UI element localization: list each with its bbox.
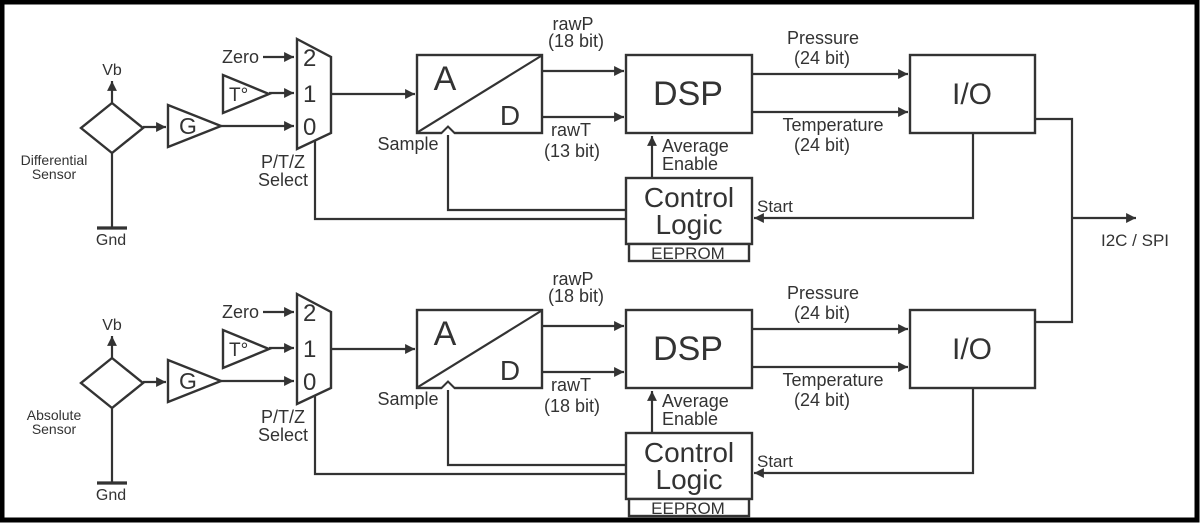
rawp-bits-label: (18 bit) bbox=[548, 286, 604, 306]
temp-sensor-label: T° bbox=[229, 340, 248, 361]
rawt-label: rawT bbox=[551, 375, 591, 395]
zero-label: Zero bbox=[222, 302, 259, 322]
dsp-block bbox=[624, 308, 754, 390]
select-feedback-wire bbox=[313, 141, 626, 221]
vb-label: Vb bbox=[102, 62, 122, 79]
mux-input-0-label: 0 bbox=[303, 369, 316, 396]
start-label: Start bbox=[757, 197, 793, 216]
vb-label: Vb bbox=[102, 317, 122, 334]
mux bbox=[295, 37, 333, 151]
mux-input-1-label: 1 bbox=[303, 336, 316, 363]
mux-select-label-line2: Select bbox=[258, 425, 308, 445]
pressure-label: Pressure bbox=[787, 283, 859, 303]
sensor-name-line2: Sensor bbox=[32, 166, 77, 182]
start-wire bbox=[754, 133, 975, 223]
control-logic-label-line2: Logic bbox=[656, 464, 723, 495]
mux-input-1-label: 1 bbox=[303, 81, 316, 108]
pressure-bits-label: (24 bit) bbox=[794, 303, 850, 323]
mux-input-2-label: 2 bbox=[303, 45, 316, 72]
gain-amp bbox=[166, 358, 225, 404]
temperature-label: Temperature bbox=[782, 370, 883, 390]
control-logic-block bbox=[624, 431, 754, 501]
dsp-label: DSP bbox=[653, 75, 723, 113]
control-logic-label-line1: Control bbox=[644, 437, 734, 468]
mux-input-0-label: 0 bbox=[303, 114, 316, 141]
control-logic-label-line1: Control bbox=[644, 182, 734, 213]
sensor-bridge bbox=[79, 356, 145, 410]
temperature-label: Temperature bbox=[782, 115, 883, 135]
adc-clock-notch bbox=[440, 125, 456, 135]
rawp-bits-label: (18 bit) bbox=[548, 31, 604, 51]
adc-digital-label: D bbox=[500, 355, 520, 386]
io-block bbox=[908, 53, 1037, 135]
eeprom-label: EEPROM bbox=[651, 244, 725, 263]
mux-select-label-line1: P/T/Z bbox=[261, 407, 305, 427]
gnd-label: Gnd bbox=[96, 487, 126, 504]
sample-label: Sample bbox=[377, 389, 438, 409]
average-label: Average bbox=[662, 391, 729, 411]
mux-input-2-label: 2 bbox=[303, 300, 316, 327]
start-label: Start bbox=[757, 452, 793, 471]
mux bbox=[295, 292, 333, 406]
temperature-bits-label: (24 bit) bbox=[794, 135, 850, 155]
rawt-label: rawT bbox=[551, 120, 591, 140]
rawt-bits-label: (13 bit) bbox=[544, 141, 600, 161]
sample-label: Sample bbox=[377, 134, 438, 154]
sample-feedback-wire bbox=[446, 132, 626, 212]
sensor-name-line1: Differential bbox=[21, 152, 88, 168]
enable-label: Enable bbox=[662, 154, 718, 174]
temperature-bits-label: (24 bit) bbox=[794, 390, 850, 410]
adc-diagonal bbox=[417, 310, 542, 388]
dsp-block bbox=[624, 53, 754, 135]
output-bus: I2C / SPI bbox=[1035, 117, 1169, 324]
rawt-bits-label: (18 bit) bbox=[544, 396, 600, 416]
dsp-label: DSP bbox=[653, 330, 723, 368]
adc-clock-notch bbox=[440, 380, 456, 390]
start-wire bbox=[754, 388, 975, 478]
enable-label: Enable bbox=[662, 409, 718, 429]
control-logic-block bbox=[624, 176, 754, 246]
select-feedback-wire bbox=[313, 396, 626, 476]
sample-feedback-wire bbox=[446, 387, 626, 467]
rawp-label: rawP bbox=[552, 269, 593, 289]
adc-analog-label: A bbox=[434, 60, 457, 98]
zero-label: Zero bbox=[222, 47, 259, 67]
sensor-name-line2: Sensor bbox=[32, 421, 77, 437]
eeprom-label: EEPROM bbox=[651, 499, 725, 518]
temp-sensor-label: T° bbox=[229, 85, 248, 106]
io-label: I/O bbox=[952, 333, 992, 366]
sensor-bridge bbox=[79, 101, 145, 155]
gain-amp-label: G bbox=[179, 368, 197, 394]
pressure-label: Pressure bbox=[787, 28, 859, 48]
gnd-label: Gnd bbox=[96, 232, 126, 249]
absolute-channel: Vb Absolute Sensor Gnd G T° Zero 2 1 0 P… bbox=[27, 269, 1037, 518]
adc-analog-label: A bbox=[434, 315, 457, 353]
eeprom-block bbox=[627, 242, 751, 263]
adc-diagonal bbox=[417, 55, 542, 133]
average-label: Average bbox=[662, 136, 729, 156]
gain-amp-label: G bbox=[179, 113, 197, 139]
rawp-label: rawP bbox=[552, 14, 593, 34]
mux-select-label-line1: P/T/Z bbox=[261, 152, 305, 172]
adc-digital-label: D bbox=[500, 100, 520, 131]
eeprom-block bbox=[627, 497, 751, 518]
i2c-spi-label: I2C / SPI bbox=[1101, 231, 1169, 250]
temp-sensor bbox=[221, 73, 273, 115]
gain-amp bbox=[166, 103, 225, 149]
mux-select-label-line2: Select bbox=[258, 170, 308, 190]
pressure-bits-label: (24 bit) bbox=[794, 48, 850, 68]
io-block bbox=[908, 308, 1037, 390]
control-logic-label-line2: Logic bbox=[656, 209, 723, 240]
io-bus-wire bbox=[1035, 117, 1074, 324]
temp-sensor bbox=[221, 328, 273, 370]
sensor-name-line1: Absolute bbox=[27, 407, 82, 423]
io-label: I/O bbox=[952, 78, 992, 111]
differential-channel: Vb Differential Sensor Gnd G T° Zero 2 1… bbox=[21, 14, 1037, 263]
